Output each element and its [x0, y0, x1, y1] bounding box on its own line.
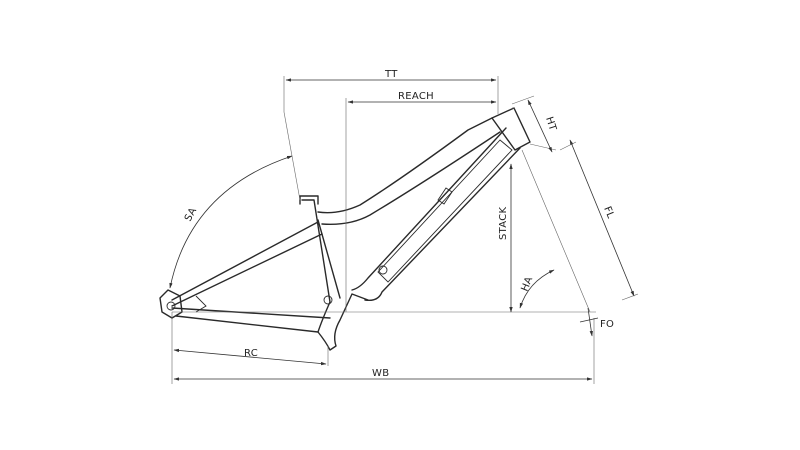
chain-stay-brace	[195, 295, 207, 313]
rear-axle	[166, 301, 176, 311]
extension-lines	[171, 76, 596, 384]
dimension-lines	[169, 78, 639, 381]
fo-dimension	[579, 317, 599, 323]
label-sa: SA	[183, 206, 199, 224]
motor-mount	[317, 293, 369, 351]
top-tube	[317, 117, 501, 225]
label-tt: TT	[384, 69, 398, 80]
bike-frame	[159, 107, 531, 351]
dimension-labels: TT REACH HT SA STACK FL HA FO RC WB	[183, 69, 616, 379]
motor-bolt	[323, 295, 333, 305]
label-fo: FO	[600, 319, 614, 330]
label-ht: HT	[543, 116, 558, 133]
battery-outline	[377, 139, 513, 283]
label-ha: HA	[520, 275, 536, 293]
battery-tab	[437, 187, 453, 205]
label-stack: STACK	[498, 206, 509, 240]
rear-dropout	[159, 289, 183, 319]
ha-angle-arc	[519, 269, 555, 309]
rc-dimension	[173, 348, 327, 366]
seat-tube	[301, 199, 341, 303]
label-fl: FL	[601, 205, 616, 220]
seat-stay	[171, 221, 323, 307]
down-tube	[351, 127, 521, 302]
chain-stay	[171, 307, 331, 333]
fl-dimension	[569, 139, 635, 297]
head-tube	[491, 107, 531, 151]
ht-dimension	[527, 99, 553, 153]
label-wb: WB	[372, 368, 389, 379]
label-reach: REACH	[398, 91, 434, 102]
sa-angle-arc	[169, 155, 293, 289]
battery-lock	[378, 265, 388, 275]
label-rc: RC	[244, 348, 258, 359]
